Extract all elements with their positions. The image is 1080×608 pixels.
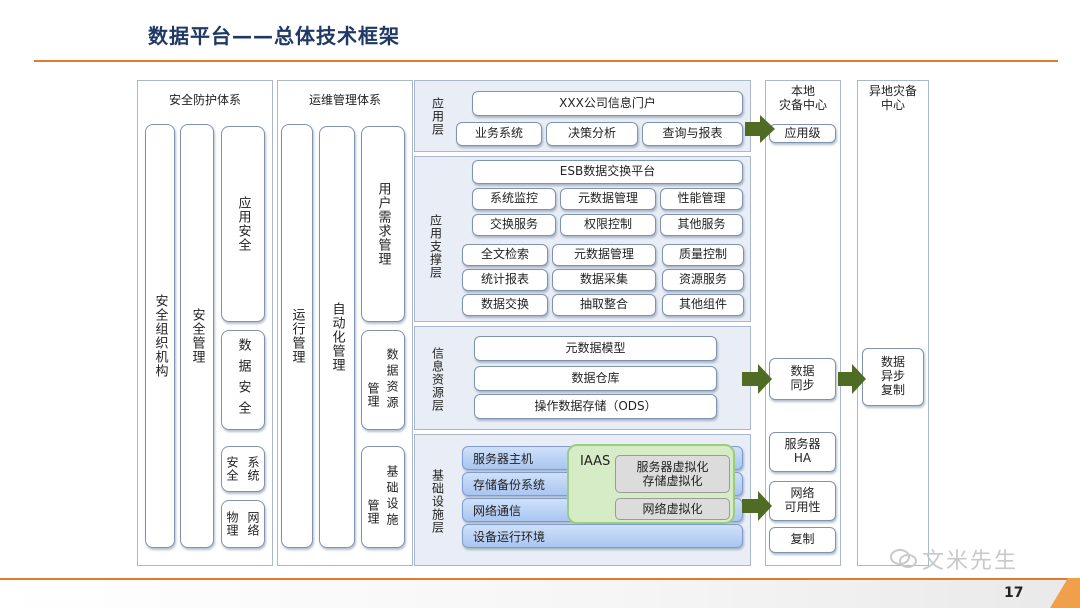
- infrastructure-mgmt-label: 管理: [366, 499, 380, 525]
- support-item: 元数据管理: [552, 244, 656, 266]
- user-requirement-mgmt-box: 用户需求管理: [361, 126, 405, 322]
- server-ha-box: 服务器 HA: [769, 432, 836, 472]
- title-divider: [34, 60, 1058, 62]
- support-item: 数据交换: [462, 294, 548, 316]
- support-item: 权限控制: [560, 214, 656, 236]
- equipment-env-bar: 设备运行环境: [462, 524, 743, 548]
- data-resource-mgmt-label: 管理: [366, 382, 380, 408]
- remote-dr-panel: [857, 80, 929, 566]
- support-item: 其他服务: [660, 214, 743, 236]
- system-security-box: 安全 系统: [221, 446, 265, 492]
- info-resource-layer-label: 信息资源层: [430, 346, 445, 412]
- footer-orange-slash: [1050, 578, 1080, 608]
- support-item: 全文检索: [462, 244, 548, 266]
- query-report-box: 查询与报表: [642, 122, 743, 146]
- data-sync-label: 数据 同步: [790, 364, 815, 392]
- watermark: 文米先生: [890, 543, 1018, 575]
- infrastructure-label: 基础设施: [385, 465, 399, 529]
- esb-platform-box: ESB数据交换平台: [472, 160, 743, 184]
- security-org-column: 安全组织机构: [145, 124, 175, 548]
- iaas-label: IAAS: [580, 454, 611, 469]
- support-item: 其他组件: [662, 294, 744, 316]
- business-system-box: 业务系统: [456, 122, 542, 146]
- app-security-box: 应用安全: [221, 126, 265, 322]
- support-item: 数据采集: [552, 269, 656, 291]
- data-security-box: 数据安全: [221, 330, 265, 430]
- app-level-box: 应用级: [769, 124, 836, 143]
- server-storage-virtualization-box: 服务器虚拟化 存储虚拟化: [615, 455, 730, 493]
- async-copy-label: 数据 异步 复制: [880, 355, 905, 397]
- data-resource-label: 数据资源: [385, 348, 399, 412]
- network-availability-box: 网络 可用性: [769, 481, 836, 521]
- security-panel-title: 安全防护体系: [168, 93, 241, 107]
- app-layer-label: 应用层: [430, 96, 445, 136]
- network-physical-col2: 网络: [246, 511, 260, 537]
- support-layer-label: 应用支撑层: [428, 213, 443, 279]
- network-physical-box: 物理 网络: [221, 500, 265, 548]
- data-warehouse-box: 数据仓库: [474, 366, 717, 391]
- network-physical-col1: 物理: [225, 511, 239, 537]
- infrastructure-layer-label: 基础设施层: [430, 468, 445, 534]
- remote-dr-title: 异地灾备 中心: [868, 84, 917, 113]
- copy-box: 复制: [769, 527, 836, 553]
- support-item: 抽取整合: [552, 294, 656, 316]
- support-item: 统计报表: [462, 269, 548, 291]
- footer-strip: [0, 578, 1080, 608]
- data-resource-mgmt-box: 管理 数据资源: [361, 330, 405, 430]
- local-dr-title: 本地 灾备中心: [778, 84, 827, 113]
- support-item: 系统监控: [472, 188, 556, 210]
- run-mgmt-column: 运行管理: [281, 124, 313, 548]
- system-security-col1: 安全: [225, 456, 239, 482]
- network-virtualization-box: 网络虚拟化: [615, 498, 730, 520]
- watermark-text: 文米先生: [922, 549, 1019, 574]
- infrastructure-mgmt-box: 管理 基础设施: [361, 446, 405, 548]
- system-security-col2: 系统: [246, 456, 260, 482]
- support-item: 性能管理: [660, 188, 743, 210]
- network-availability-label: 网络 可用性: [784, 486, 821, 514]
- support-item: 质量控制: [662, 244, 744, 266]
- auto-mgmt-column: 自动化管理: [319, 126, 355, 548]
- page-number: 17: [1004, 585, 1024, 601]
- server-storage-virtualization-label: 服务器虚拟化 存储虚拟化: [636, 459, 709, 488]
- decision-analysis-box: 决策分析: [546, 122, 638, 146]
- data-sync-box: 数据 同步: [769, 358, 836, 400]
- async-copy-box: 数据 异步 复制: [862, 348, 924, 406]
- server-ha-label: 服务器 HA: [784, 437, 821, 465]
- ods-box: 操作数据存储（ODS）: [474, 394, 717, 419]
- page-title: 数据平台——总体技术框架: [148, 24, 400, 48]
- metadata-model-box: 元数据模型: [474, 336, 717, 361]
- support-item: 交换服务: [472, 214, 556, 236]
- support-item: 资源服务: [662, 269, 744, 291]
- wechat-icon: [890, 549, 917, 568]
- support-item: 元数据管理: [560, 188, 656, 210]
- footer-rule: [0, 578, 1080, 580]
- security-mgmt-column: 安全管理: [180, 124, 214, 548]
- ops-panel-title: 运维管理体系: [308, 93, 381, 107]
- portal-box: XXX公司信息门户: [472, 91, 743, 116]
